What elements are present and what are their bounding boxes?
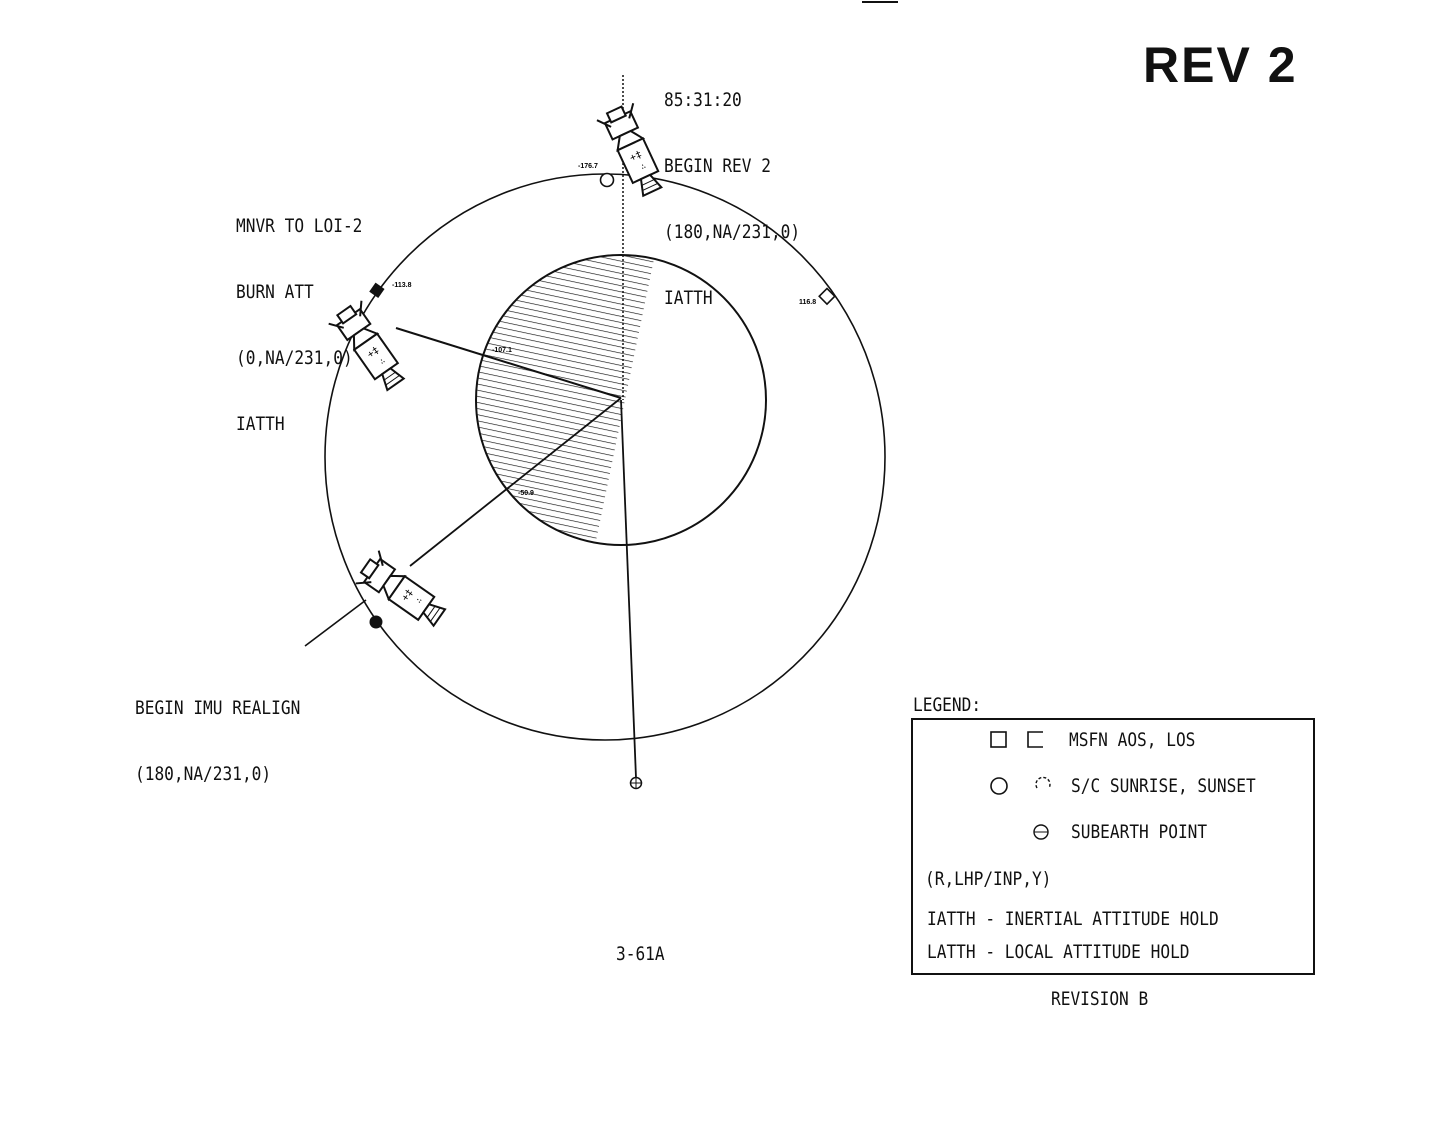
spacecraft-icon bbox=[353, 548, 452, 635]
legend-msfn: MSFN AOS, LOS bbox=[1069, 729, 1196, 751]
marker-label: -113.8 bbox=[392, 282, 412, 289]
attitude-label: (0,NA/231,0) bbox=[236, 347, 353, 369]
mode-label: IATTH bbox=[664, 287, 713, 309]
legend-sun: S/C SUNRISE, SUNSET bbox=[1071, 775, 1256, 797]
sunset-legend-icon bbox=[1035, 776, 1051, 789]
los-legend-icon bbox=[1027, 731, 1043, 748]
page-title: REV 2 bbox=[1143, 37, 1298, 93]
dark-side-hatching bbox=[476, 255, 660, 545]
event-label: MNVR TO LOI-2 bbox=[236, 215, 363, 237]
legend-subearth: SUBEARTH POINT bbox=[1071, 821, 1208, 843]
subearth-point-icon bbox=[629, 776, 643, 790]
mnvr-label: MNVR TO LOI-2 BURN ATT (0,NA/231,0) IATT… bbox=[236, 171, 362, 457]
sunset-marker-icon bbox=[369, 615, 383, 629]
marker-label: -176.7 bbox=[578, 163, 598, 170]
page-number: 3-61A bbox=[616, 943, 665, 965]
subearth-line bbox=[620, 399, 637, 779]
subearth-legend-icon bbox=[1033, 824, 1049, 840]
event-label: BURN ATT bbox=[236, 281, 314, 303]
event-label: BEGIN REV 2 bbox=[664, 155, 771, 177]
legend-iatth: IATTH - INERTIAL ATTITUDE HOLD bbox=[927, 908, 1219, 930]
begin-rev-label: 85:31:20 BEGIN REV 2 (180,NA/231,0) IATT… bbox=[664, 45, 800, 331]
legend-latth: LATTH - LOCAL ATTITUDE HOLD bbox=[927, 941, 1190, 963]
los-marker-icon bbox=[369, 282, 385, 298]
event-label: BEGIN IMU REALIGN bbox=[135, 697, 301, 719]
burn-att-line bbox=[395, 327, 622, 399]
imu-line bbox=[409, 397, 622, 567]
marker-label: 116.8 bbox=[799, 299, 816, 306]
legend-title: LEGEND: bbox=[913, 694, 982, 716]
marker-label: -107.1 bbox=[492, 347, 512, 354]
attitude-label: (180,NA/231,0) bbox=[664, 221, 801, 243]
aos-marker-icon bbox=[818, 287, 836, 306]
mode-label: IATTH bbox=[236, 413, 285, 435]
attitude-label: (180,NA/231,0) bbox=[135, 763, 272, 785]
time-label: 85:31:20 bbox=[664, 89, 742, 111]
imu-leader-line bbox=[304, 599, 367, 647]
marker-label: -50.9 bbox=[518, 490, 534, 497]
legend-format: (R,LHP/INP,Y) bbox=[925, 868, 1052, 890]
sunrise-legend-icon bbox=[990, 777, 1008, 795]
imu-label: BEGIN IMU REALIGN (180,NA/231,0) bbox=[135, 653, 300, 807]
aos-legend-icon bbox=[990, 731, 1007, 748]
revision-label: REVISION B bbox=[1051, 988, 1149, 1010]
legend-box: MSFN AOS, LOS S/C SUNRISE, SUNSET SUBEAR… bbox=[911, 718, 1315, 975]
sunrise-marker-icon bbox=[599, 172, 615, 188]
